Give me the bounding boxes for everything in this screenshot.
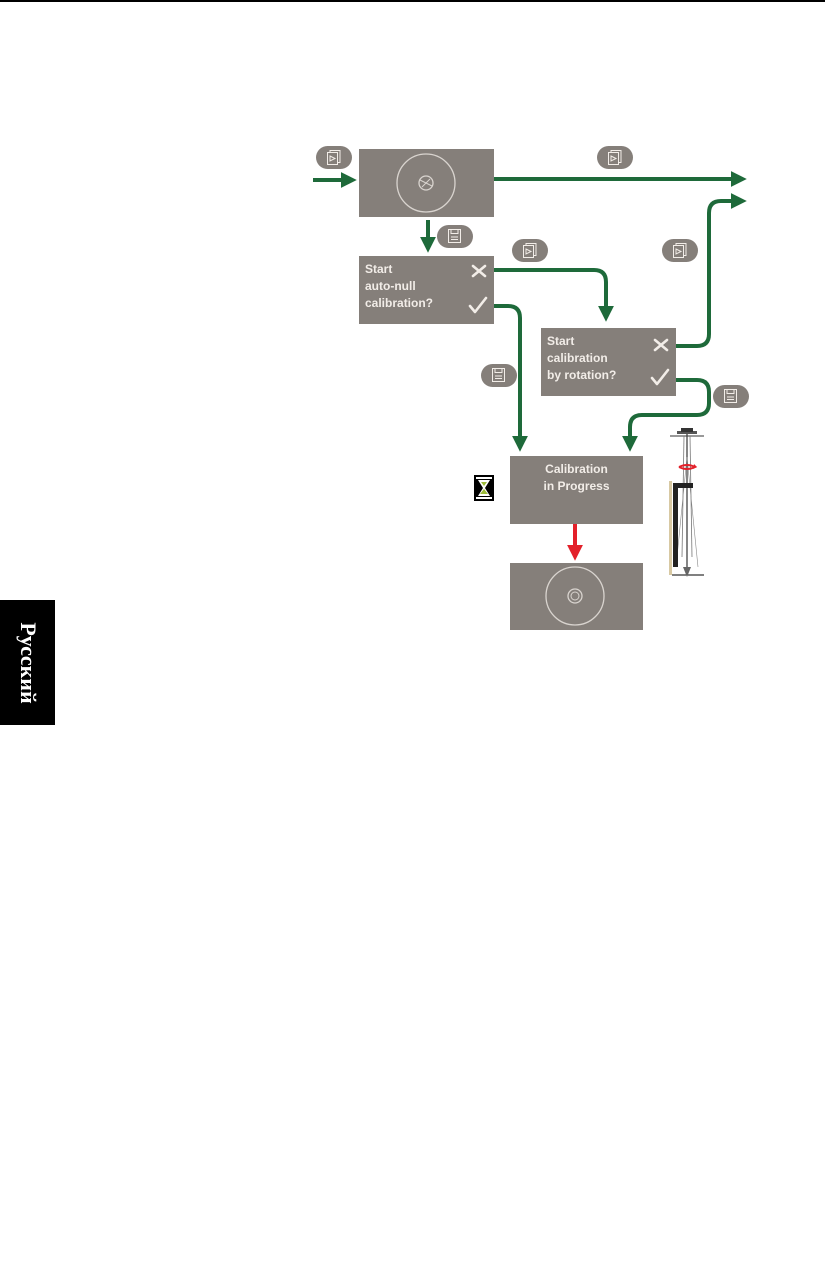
- autonull-prompt-text: Start auto-null calibration?: [365, 262, 434, 310]
- compass-icon: [396, 153, 456, 213]
- arrow-autonull-cancel: [494, 268, 614, 322]
- page-button-icon: [673, 243, 687, 258]
- compass-display-screen: [359, 149, 494, 217]
- rotating-pole-illustration: [669, 428, 704, 577]
- page-button[interactable]: [662, 239, 698, 262]
- cross-icon[interactable]: [470, 263, 488, 279]
- page-button-icon: [327, 150, 341, 165]
- ring-icon: [545, 566, 605, 626]
- calibration-progress-text: Calibration in Progress: [543, 462, 610, 493]
- page-button[interactable]: [316, 146, 352, 169]
- page-button[interactable]: [597, 146, 633, 169]
- page-button-icon: [608, 150, 622, 165]
- hourglass-icon: [474, 475, 494, 501]
- calibration-progress-screen: Calibration in Progress: [510, 456, 643, 524]
- arrow-autonull-confirm: [494, 304, 528, 452]
- arrow-rotation-cancel: [676, 193, 747, 348]
- language-tab-label: Русский: [15, 621, 41, 704]
- final-display-screen: [510, 563, 643, 630]
- autonull-prompt-screen: Start auto-null calibration?: [359, 256, 494, 324]
- save-button-icon: [448, 229, 461, 243]
- language-tab: Русский: [0, 600, 55, 725]
- arrow-rotation-confirm: [622, 378, 711, 452]
- save-button[interactable]: [437, 225, 473, 248]
- rotation-prompt-screen: Start calibration by rotation?: [541, 328, 676, 396]
- save-button-icon: [492, 368, 505, 382]
- save-button-icon: [724, 389, 737, 403]
- rotation-prompt-text: Start calibration by rotation?: [547, 334, 617, 382]
- save-button[interactable]: [713, 385, 749, 408]
- page-button-icon: [523, 243, 537, 258]
- page-button[interactable]: [512, 239, 548, 262]
- top-rule: [0, 0, 825, 2]
- checkmark-icon[interactable]: [467, 295, 489, 315]
- save-button[interactable]: [481, 364, 517, 387]
- cross-icon[interactable]: [652, 337, 670, 353]
- checkmark-icon[interactable]: [649, 367, 671, 387]
